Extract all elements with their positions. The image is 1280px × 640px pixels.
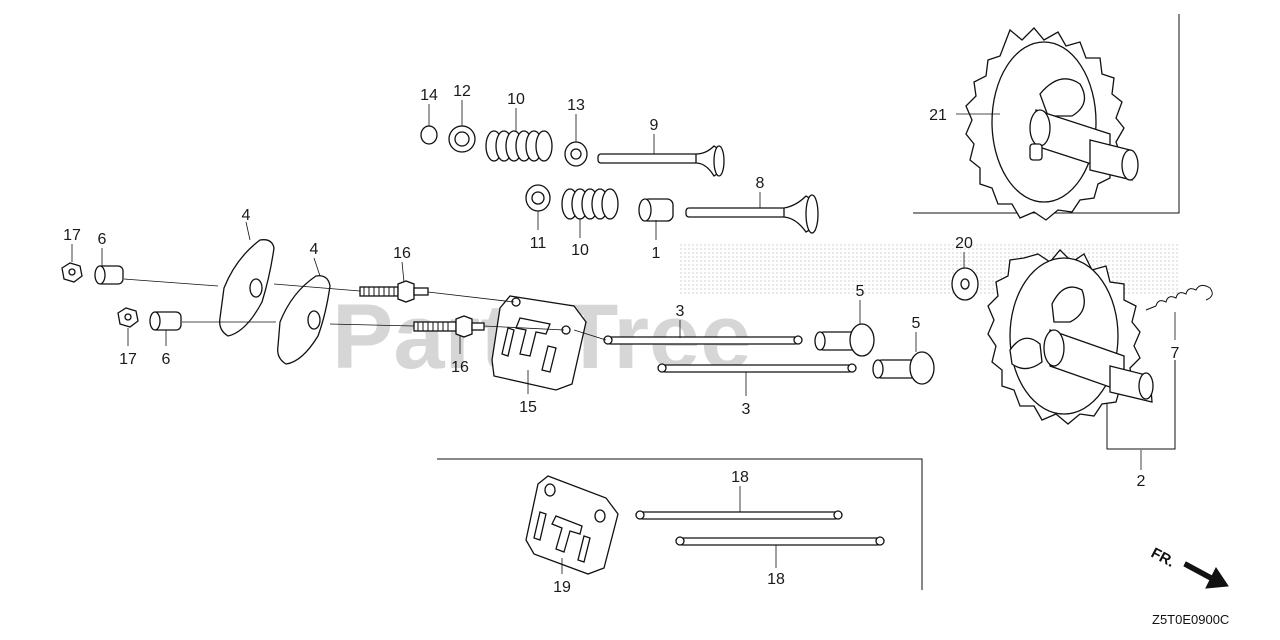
leader-lines bbox=[71, 100, 1176, 574]
callout-6-upper: 6 bbox=[98, 231, 107, 248]
valve-spring-10-lower bbox=[561, 188, 619, 220]
callout-19: 19 bbox=[553, 579, 571, 596]
callout-21: 21 bbox=[929, 107, 947, 124]
camshaft-assembly-2 bbox=[987, 249, 1154, 425]
rocker-stud-16-lower bbox=[413, 315, 485, 338]
spring-seat-13 bbox=[564, 141, 588, 167]
rocker-arm-4-right bbox=[277, 275, 331, 365]
callout-17-upper: 17 bbox=[63, 227, 81, 244]
washer-20 bbox=[951, 267, 979, 301]
tappet-5-lower bbox=[872, 351, 935, 385]
rocker-nut-17-upper bbox=[61, 262, 83, 283]
callout-1: 1 bbox=[652, 245, 661, 262]
decompressor-spring-7 bbox=[1145, 284, 1213, 311]
callout-11: 11 bbox=[530, 235, 547, 252]
callout-9: 9 bbox=[650, 117, 659, 134]
front-label: FR. bbox=[1148, 545, 1177, 571]
callout-8: 8 bbox=[756, 175, 765, 192]
callout-10-upper: 10 bbox=[507, 91, 525, 108]
front-direction-indicator: FR. bbox=[1148, 545, 1229, 589]
push-rod-3-lower bbox=[657, 363, 857, 373]
callout-16-upper: 16 bbox=[393, 245, 411, 262]
camshaft-gear-21 bbox=[965, 27, 1139, 221]
intake-valve-8 bbox=[685, 194, 819, 234]
push-rod-3-upper bbox=[603, 335, 803, 345]
callout-16-lower: 16 bbox=[451, 359, 469, 376]
callout-2: 2 bbox=[1137, 473, 1146, 490]
push-rod-18-lower bbox=[675, 536, 885, 546]
spring-retainer-11 bbox=[525, 184, 551, 212]
callout-18-upper: 18 bbox=[731, 469, 749, 486]
callout-18-lower: 18 bbox=[767, 571, 785, 588]
valve-stem-seal-1 bbox=[638, 198, 674, 222]
callout-5-lower: 5 bbox=[912, 315, 921, 332]
push-rod-18-upper bbox=[635, 510, 843, 520]
tappet-5-upper bbox=[814, 323, 875, 357]
callout-5-upper: 5 bbox=[856, 283, 865, 300]
callout-4-right: 4 bbox=[310, 241, 319, 258]
rocker-stud-16-upper bbox=[359, 280, 429, 303]
callout-10-lower: 10 bbox=[571, 242, 589, 259]
push-rod-guide-19 bbox=[525, 475, 619, 575]
diagram-code: Z5T0E0900C bbox=[1152, 612, 1229, 627]
group-bracket-2 bbox=[1106, 360, 1176, 450]
front-arrow-icon bbox=[1183, 561, 1229, 589]
camshaft-21-frame bbox=[913, 14, 1180, 214]
callout-3-lower: 3 bbox=[742, 401, 751, 418]
rocker-arm-4-left bbox=[219, 239, 275, 337]
callout-13: 13 bbox=[567, 97, 585, 114]
callout-14: 14 bbox=[420, 87, 438, 104]
spring-retainer-12 bbox=[448, 125, 476, 153]
rocker-nut-17-lower bbox=[117, 307, 139, 328]
callout-4-left: 4 bbox=[242, 207, 251, 224]
callout-20: 20 bbox=[955, 235, 973, 252]
parts-18-19-frame bbox=[437, 458, 923, 590]
callout-6-lower: 6 bbox=[162, 351, 171, 368]
callout-3-upper: 3 bbox=[676, 303, 685, 320]
callout-17-lower: 17 bbox=[119, 351, 137, 368]
rocker-pivot-6-lower bbox=[149, 311, 182, 331]
callout-12: 12 bbox=[453, 83, 471, 100]
push-rod-guide-15 bbox=[491, 295, 587, 391]
exhaust-valve-9 bbox=[597, 145, 725, 177]
callout-15: 15 bbox=[519, 399, 537, 416]
callout-7: 7 bbox=[1171, 345, 1180, 362]
rocker-pivot-6-upper bbox=[94, 265, 124, 285]
valve-cotter-14 bbox=[420, 125, 438, 145]
assembly-lines bbox=[123, 278, 607, 341]
valve-spring-10-upper bbox=[485, 130, 553, 162]
